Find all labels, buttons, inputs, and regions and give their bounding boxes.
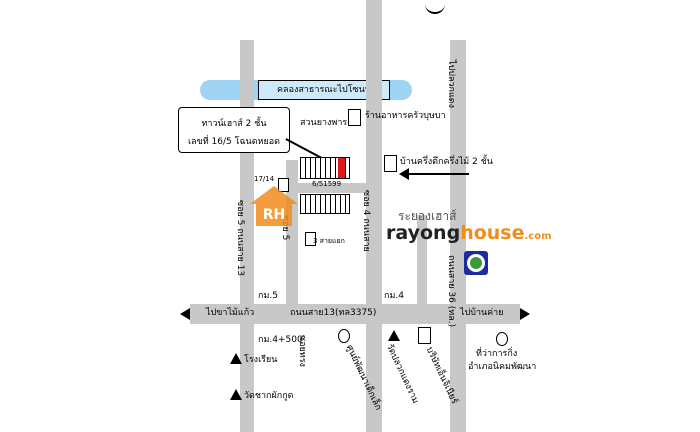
left-destination-label: ไปขาไม้แก้ว [206, 308, 255, 318]
landmark-circle-left [338, 329, 350, 343]
km-4-label: กม.4 [384, 291, 404, 301]
canal-label: คลองสาธารณะไปโซนน์ [258, 80, 390, 100]
district-office-label-1: ที่ว่าการกิ่ง [476, 349, 518, 359]
road-soi-5-mid [417, 215, 427, 307]
townhouse-row-bottom [300, 194, 350, 214]
temple-mid-label: วัดปลวกแดงราม [383, 342, 421, 406]
building-small-mid [305, 232, 316, 246]
temple-triangle-mid [388, 330, 400, 341]
school-label: โรงเรียน [244, 355, 278, 365]
house-callout: ทาวน์เฮาส์ 2 ชั้น เลขที่ 16/5 โฉนดหยอด [178, 107, 290, 153]
road-right-highway [450, 40, 466, 432]
district-office-icon [496, 332, 508, 346]
watermark-brand-part2: house [460, 222, 525, 244]
temple-left-label: วัดชากผักกูด [244, 391, 294, 401]
main-road-label: ถนนสาย13(ทล3375) [290, 308, 377, 318]
right-direction-arrow [520, 308, 530, 320]
watermark-logo: RH [248, 186, 300, 230]
temple-triangle-left [230, 389, 242, 400]
watermark-thai: ระยองเฮาส์ [398, 209, 457, 223]
road-branch-to-house [298, 183, 368, 193]
building-17-14-label: 17/14 [254, 175, 275, 183]
food-shop-icon [348, 109, 361, 126]
house-number-label: 6/51599 [312, 180, 342, 188]
two-storey-arrow [407, 173, 469, 175]
km-5-label: กม.5 [258, 291, 278, 301]
house-callout-line-2: เลขที่ 16/5 โฉนดหยอด [187, 137, 281, 147]
soi-5-left-label: ซอย 5 ถนนสาย 13 [235, 200, 245, 277]
watermark-brand-part3: .com [524, 231, 552, 242]
km-4-500-label: กม.4+500 [258, 335, 303, 345]
corner-decoration [425, 0, 445, 14]
watermark-brand: rayonghouse.com [386, 222, 552, 244]
right-destination-label: ไปบ้านค่าย [460, 308, 504, 318]
soi-4-label: ซอย 4 ถนนสาย [361, 190, 371, 252]
two-storey-house-icon [384, 155, 397, 172]
road-soi-4 [366, 0, 382, 432]
house-callout-line-1: ทาวน์เฮาส์ 2 ชั้น [201, 119, 267, 129]
left-direction-arrow [180, 308, 190, 320]
building-small-mid-label: 3 สายแยก [313, 237, 345, 245]
watermark-logo-text: RH [256, 204, 292, 226]
target-house-marker [338, 158, 345, 178]
callout-pointer [285, 138, 322, 159]
road-main-highway [190, 304, 520, 324]
top-right-destination-label: ไปปลวกแดง [446, 60, 456, 109]
gas-station-icon [464, 251, 488, 275]
landmark-box-right [418, 327, 431, 344]
rubber-plantation-label: สวนยางพารา [300, 118, 353, 128]
school-triangle [230, 353, 242, 364]
food-shop-label: ร้านอาหารครัวบุษบา [365, 111, 446, 121]
watermark-brand-part1: rayong [386, 222, 461, 244]
townhouse-row-top [300, 157, 350, 179]
two-storey-house-label: บ้านครึ่งตึกครึ่งไม้ 2 ชั้น [400, 157, 493, 167]
district-office-label-2: อำเภอนิคมพัฒนา [468, 362, 537, 372]
right-highway-label: ถนนสาย 36 (ทล.) [446, 255, 456, 328]
two-storey-arrowhead [399, 168, 409, 180]
